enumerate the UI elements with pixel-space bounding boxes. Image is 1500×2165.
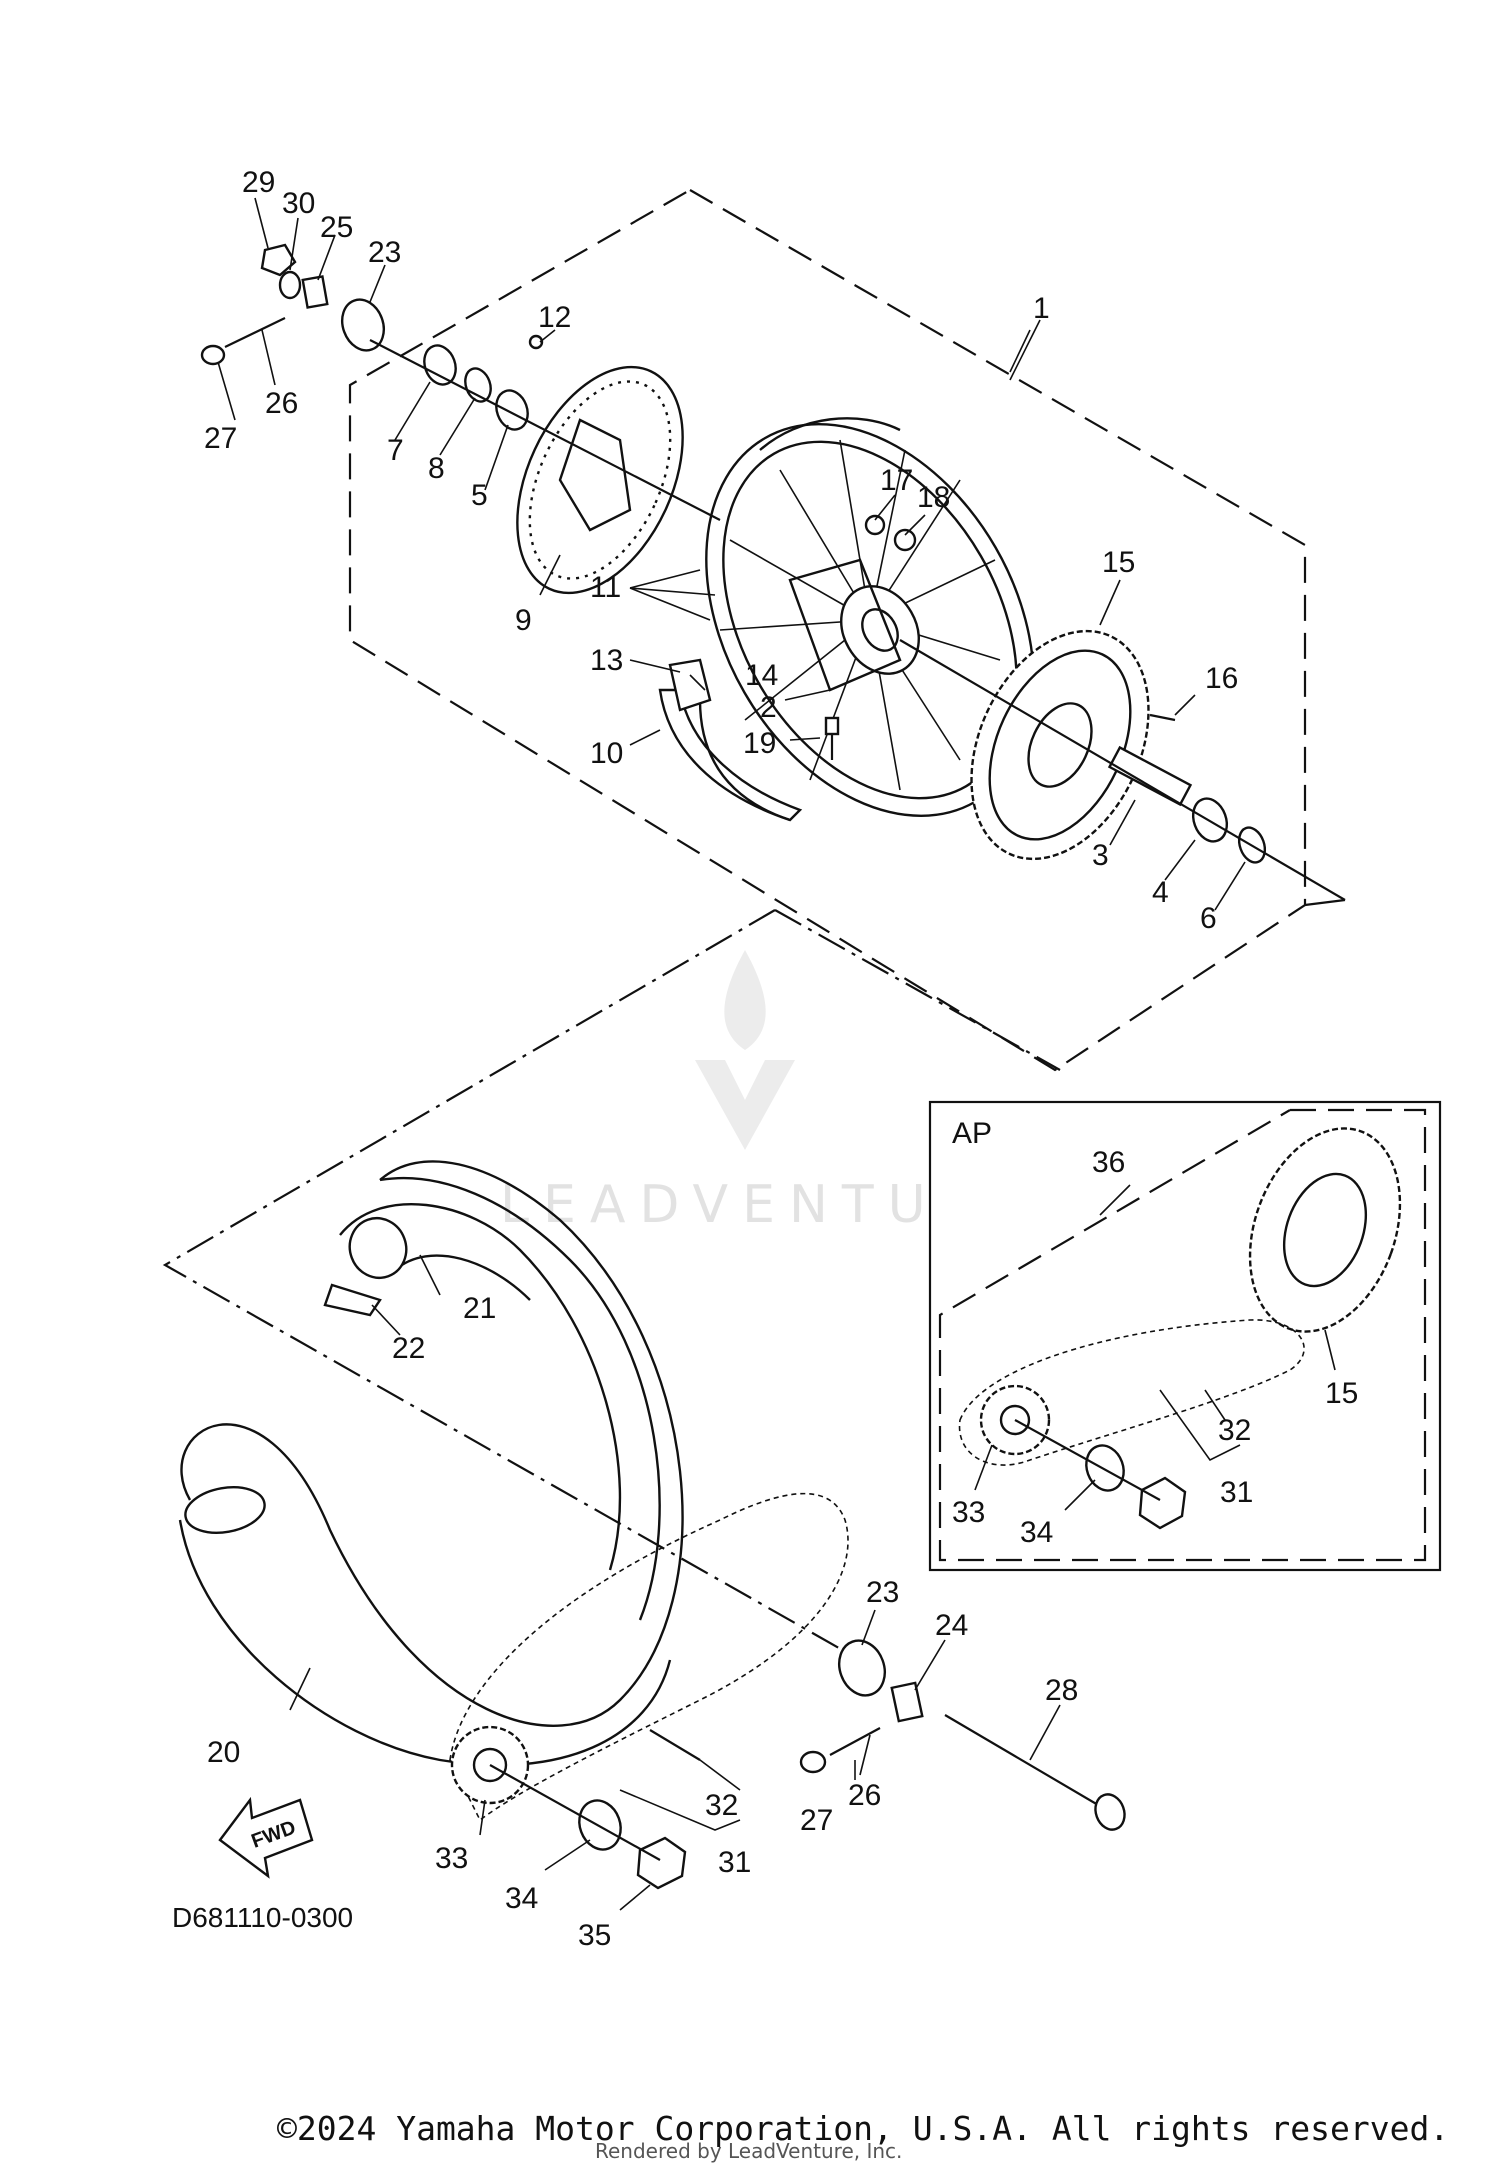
rear-tire: [178, 1160, 684, 1767]
callout-6: 6: [1200, 902, 1217, 935]
callout-ap-36: 36: [1092, 1146, 1125, 1179]
rear-sprocket: [970, 629, 1150, 861]
callout-13: 13: [590, 644, 623, 677]
inset-label: AP: [952, 1117, 992, 1150]
axle-hardware-lower: [799, 1639, 1126, 1831]
callout-10: 10: [590, 737, 623, 770]
fwd-arrow-icon: FWD: [218, 1796, 314, 1879]
callout-31: 31: [718, 1846, 751, 1879]
callout-32: 32: [705, 1789, 738, 1822]
callout-ap-33: 33: [952, 1496, 985, 1529]
tire-boundary: [162, 909, 861, 1661]
callout-18: 18: [917, 481, 950, 514]
rendered-by-text: Rendered by LeadVenture, Inc.: [595, 2139, 902, 2163]
callout-22: 22: [392, 1332, 425, 1365]
callout-20: 20: [207, 1736, 240, 1769]
callout-5: 5: [471, 479, 488, 512]
inner-tube: [323, 1202, 622, 1571]
callout-33: 33: [435, 1842, 468, 1875]
ap-inset: AP: [928, 1100, 1442, 1572]
callout-2: 2: [760, 691, 777, 724]
callout-ap-31: 31: [1220, 1476, 1253, 1509]
callout-12: 12: [538, 301, 571, 334]
callout-34: 34: [505, 1882, 538, 1915]
drive-chain-lower: [449, 1492, 849, 1890]
callout-3: 3: [1092, 839, 1109, 872]
callout-30: 30: [282, 187, 315, 220]
callout-27: 27: [204, 422, 237, 455]
callout-17: 17: [880, 464, 913, 497]
callout-26: 26: [265, 387, 298, 420]
callouts: 1 2 3 4 5 6 7 8 9 10 11 12 13 14 15 16 1…: [204, 166, 1358, 1952]
callout-8: 8: [428, 452, 445, 485]
callout-19: 19: [743, 727, 776, 760]
callout-25: 25: [320, 211, 353, 244]
copyright-text: ©2024 Yamaha Motor Corporation, U.S.A. A…: [277, 2109, 1449, 2148]
callout-4: 4: [1152, 876, 1169, 909]
axle-hardware-upper: [200, 243, 1346, 907]
brake-disc: [516, 365, 684, 595]
callout-ap-15: 15: [1325, 1377, 1358, 1410]
callout-ap-32: 32: [1218, 1414, 1251, 1447]
leader-lines: [217, 197, 1336, 1911]
callout-16: 16: [1205, 662, 1238, 695]
callout-27-lower: 27: [800, 1804, 833, 1837]
callout-28: 28: [1045, 1674, 1078, 1707]
callout-24: 24: [935, 1609, 968, 1642]
callout-7: 7: [387, 434, 404, 467]
callout-21: 21: [463, 1292, 496, 1325]
assembly-boundary-upper: [348, 188, 1307, 1072]
callout-26-lower: 26: [848, 1779, 881, 1812]
rear-wheel: [698, 417, 1035, 822]
callout-ap-34: 34: [1020, 1516, 1053, 1549]
callout-1: 1: [1033, 292, 1050, 325]
callout-23-lower: 23: [866, 1576, 899, 1609]
diagram-code: D681110-0300: [172, 1902, 353, 1933]
callout-29: 29: [242, 166, 275, 199]
callout-35: 35: [578, 1919, 611, 1952]
callout-9: 9: [515, 604, 532, 637]
callout-11: 11: [590, 571, 621, 604]
chain-guard: [658, 688, 803, 822]
callout-15: 15: [1102, 546, 1135, 579]
callout-14: 14: [745, 659, 778, 692]
callout-23: 23: [368, 236, 401, 269]
